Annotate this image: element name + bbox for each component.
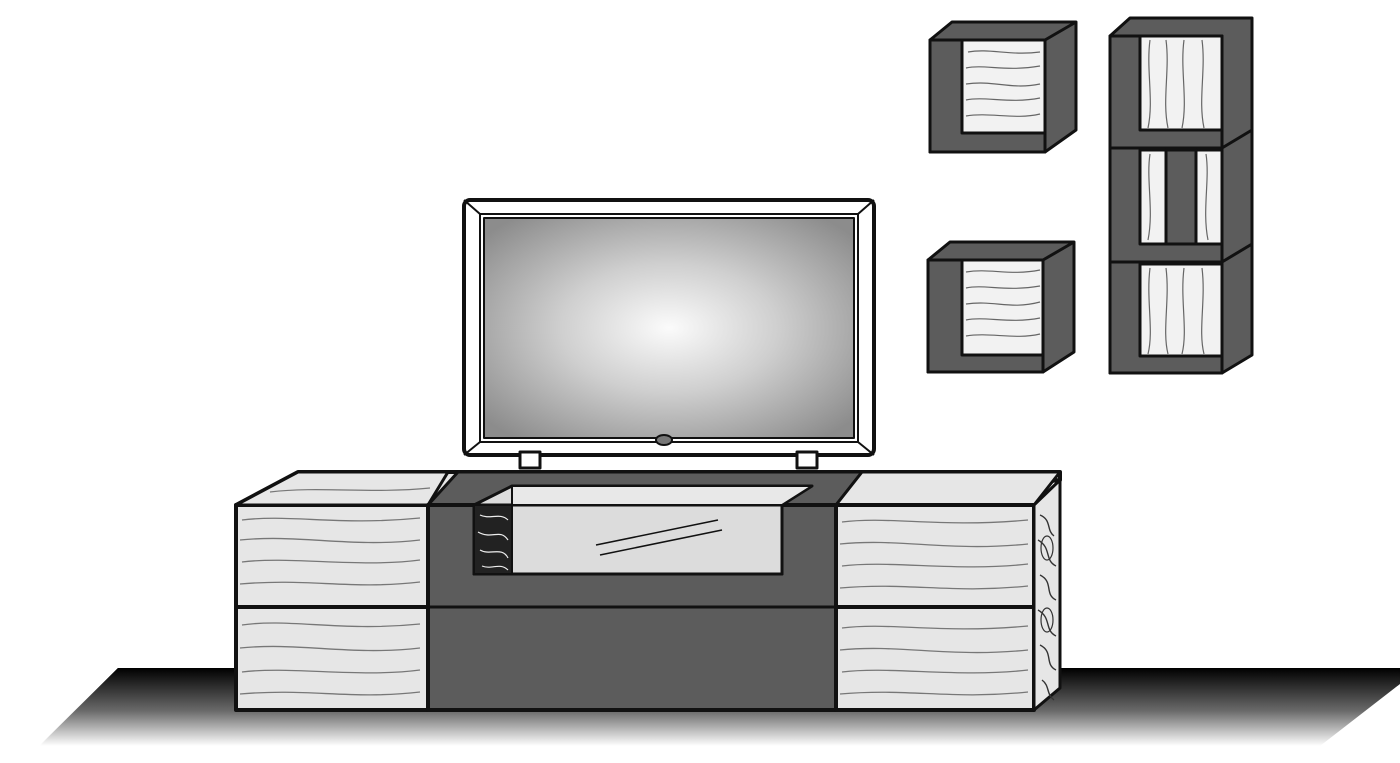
tv-leg-left (518, 450, 542, 470)
tv-screen (483, 217, 855, 439)
tv-leg-right (795, 450, 819, 470)
stand-right-drawers (834, 470, 1062, 712)
television (462, 198, 876, 470)
wall-shelf-cubes (926, 16, 1254, 375)
tv-stand (234, 470, 1062, 712)
wall-cube-lower-left (926, 240, 1076, 374)
wall-cube-column-right (1108, 16, 1254, 375)
stand-center-compartment (426, 470, 864, 712)
stand-left-drawers (234, 470, 450, 712)
tv-power-indicator (655, 434, 673, 446)
wall-cube-upper-left (928, 20, 1078, 154)
